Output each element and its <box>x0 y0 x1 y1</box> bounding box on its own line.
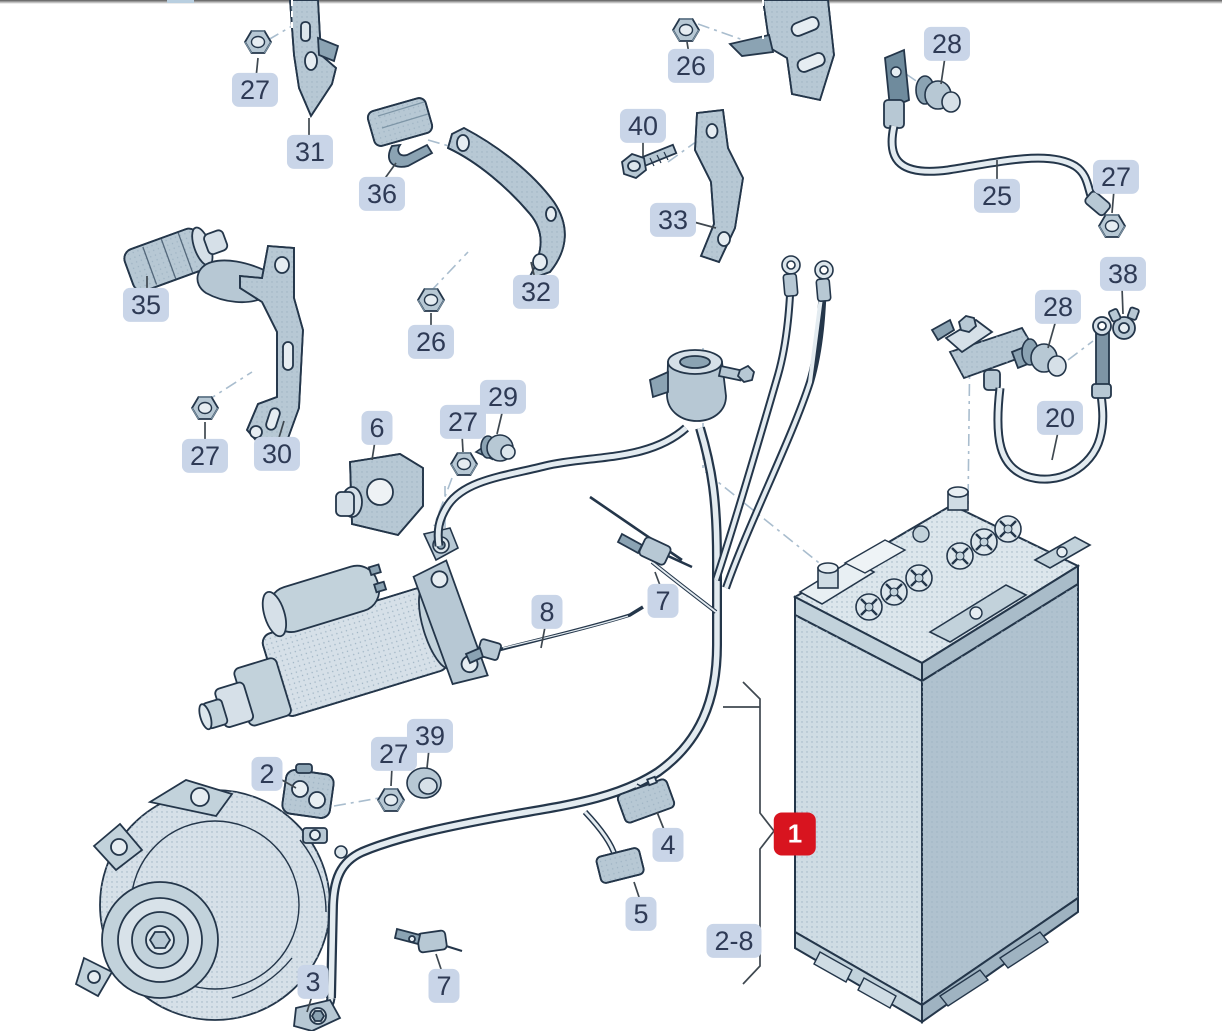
battery-cell-cap <box>904 563 934 593</box>
part-callout-2[interactable]: 2 <box>251 756 283 792</box>
battery <box>792 486 1092 1024</box>
part-callout-40[interactable]: 40 <box>619 108 667 144</box>
nut-27-bottom <box>377 788 405 812</box>
window-edge-bar <box>0 0 1222 4</box>
part-callout-31[interactable]: 31 <box>286 134 334 170</box>
part-callout-4[interactable]: 4 <box>652 827 684 863</box>
screw-40 <box>621 143 678 180</box>
part-callout-28-a[interactable]: 28 <box>923 26 971 62</box>
battery-cell-cap <box>969 527 999 557</box>
part-callout-8[interactable]: 8 <box>531 594 563 630</box>
part-callout-2-8[interactable]: 2-8 <box>706 923 762 959</box>
cable-clip-7-bottom <box>393 927 463 954</box>
part-callout-32[interactable]: 32 <box>512 274 560 310</box>
part-callout-20[interactable]: 20 <box>1036 400 1084 436</box>
cable-25 <box>883 48 1111 217</box>
bracket-31 <box>289 0 340 118</box>
part-callout-7-a[interactable]: 7 <box>647 583 679 619</box>
part-callout-7-b[interactable]: 7 <box>428 968 460 1004</box>
part-callout-6[interactable]: 6 <box>361 410 393 446</box>
part-callout-25[interactable]: 25 <box>973 178 1021 214</box>
part-callout-38[interactable]: 38 <box>1099 256 1147 292</box>
harness-alternator-bolt <box>334 845 348 859</box>
grommet-29 <box>474 434 516 462</box>
alternator <box>74 779 331 1021</box>
part-callout-36[interactable]: 36 <box>358 176 406 212</box>
part-callout-27-d[interactable]: 27 <box>439 404 487 440</box>
nut-27-right <box>1098 214 1126 238</box>
part-callout-27-c[interactable]: 27 <box>181 438 229 474</box>
part-callout-27-a[interactable]: 27 <box>231 72 279 108</box>
part-callout-29[interactable]: 29 <box>479 379 527 415</box>
nut-26-mid <box>417 288 445 312</box>
nut-27-left <box>191 396 219 420</box>
part-callout-30[interactable]: 30 <box>253 436 301 472</box>
part-callout-27-e[interactable]: 27 <box>370 736 418 772</box>
terminal-clamp-20 <box>930 315 1112 484</box>
grommet-28-right <box>1021 338 1067 377</box>
battery-cell-cap <box>945 541 975 571</box>
nut-27-top-left <box>244 30 272 54</box>
harness-ring-terminals-top <box>781 255 834 303</box>
clip-38 <box>1108 306 1140 340</box>
nut-26-top <box>672 18 700 42</box>
battery-cell-cap <box>854 592 884 622</box>
part-callout-28-b[interactable]: 28 <box>1034 289 1082 325</box>
connector-2 <box>281 763 335 819</box>
battery-cell-cap <box>993 514 1023 544</box>
top-edge-part-sliver <box>167 0 194 3</box>
retainer-35 <box>123 226 229 292</box>
harness-terminal-clamp <box>648 349 755 422</box>
connector-5 <box>595 847 645 884</box>
holder-6 <box>335 453 424 537</box>
bracket-33 <box>694 109 744 264</box>
connector-4 <box>616 775 676 824</box>
bracket-30 <box>196 245 304 447</box>
part-callout-1[interactable]: 1 <box>773 812 817 856</box>
part-callout-35[interactable]: 35 <box>122 287 170 323</box>
grommet-28-top <box>915 75 961 113</box>
cable-tie-8 <box>464 605 644 665</box>
part-callout-39[interactable]: 39 <box>406 718 454 754</box>
part-callout-26-a[interactable]: 26 <box>667 48 715 84</box>
clip-36 <box>366 97 434 168</box>
part-callout-26-b[interactable]: 26 <box>407 324 455 360</box>
starter-motor <box>198 559 489 731</box>
bracket-top-center <box>728 0 835 102</box>
battery-cell-cap <box>879 577 909 607</box>
part-callout-33[interactable]: 33 <box>649 202 697 238</box>
part-callout-27-b[interactable]: 27 <box>1092 159 1140 195</box>
bracket-32 <box>446 126 566 282</box>
ring-terminal-3 <box>293 998 342 1031</box>
part-callout-5[interactable]: 5 <box>625 896 657 932</box>
cable-clip-7-mid <box>589 495 693 569</box>
part-callout-3[interactable]: 3 <box>297 964 329 1000</box>
cap-39 <box>406 767 442 799</box>
nut-27-mid <box>450 452 478 476</box>
